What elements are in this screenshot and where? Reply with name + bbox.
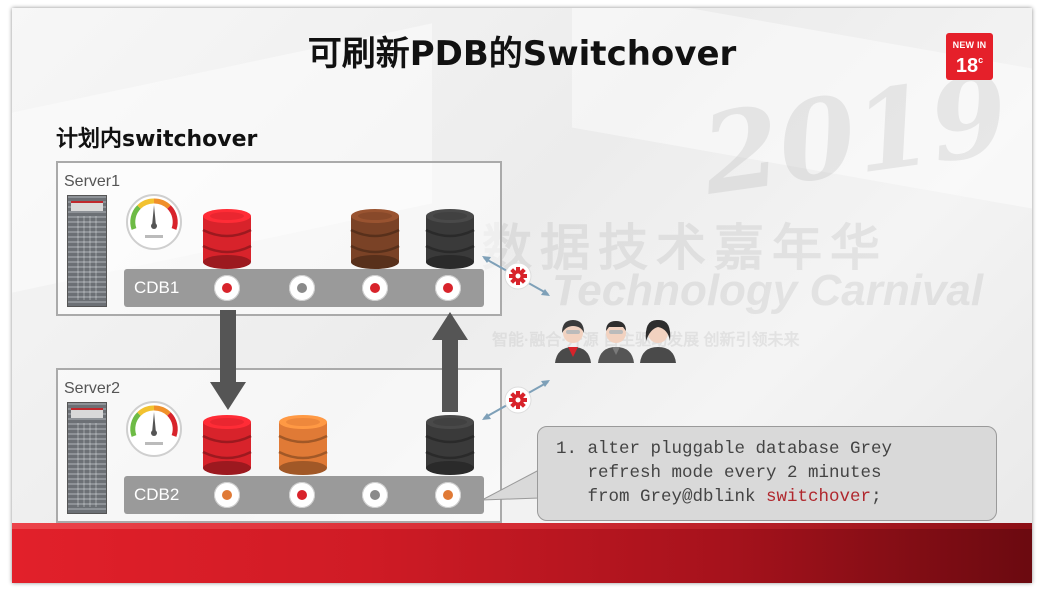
- pdb-port: [214, 482, 240, 508]
- port-dot: [297, 283, 307, 293]
- sql-line1: 1. alter pluggable database Grey: [556, 439, 893, 459]
- badge-line1: NEW IN: [952, 40, 987, 50]
- person-icon: [598, 321, 634, 363]
- sql-line3-suffix: ;: [871, 487, 882, 507]
- port-dot: [443, 490, 453, 500]
- database-cylinder-icon: [202, 209, 252, 269]
- server1-label: Server1: [64, 173, 121, 190]
- sql-line3-prefix: from Grey@dblink: [556, 487, 767, 507]
- database-cylinder-icon: [202, 415, 252, 475]
- arrow-down-icon: [210, 310, 246, 410]
- port-dot: [222, 283, 232, 293]
- slide-subtitle: 计划内switchover: [56, 127, 258, 152]
- gear-icon: [482, 380, 550, 420]
- port-dot: [297, 490, 307, 500]
- server-rack-icon: [67, 195, 107, 307]
- pdb-port: [362, 275, 388, 301]
- database-cylinder-icon: [350, 209, 400, 269]
- badge-version-suffix: c: [978, 55, 984, 65]
- slide: 2019 数据技术嘉年华 Technology Carnival 智能·融合·开…: [12, 8, 1032, 583]
- watermark-chinese: 数据技术嘉年华: [482, 220, 888, 276]
- speedometer-gauge-icon: [126, 194, 182, 250]
- arrow-up-icon: [432, 312, 468, 412]
- footer-highlight: [12, 523, 1032, 529]
- badge-version-number: 18: [955, 55, 979, 77]
- sql-statement: 1. alter pluggable database Grey refresh…: [556, 437, 892, 509]
- sql-keyword-switchover: switchover: [766, 487, 872, 507]
- pdb-port: [435, 482, 461, 508]
- footer-band: [12, 523, 1032, 583]
- slide-title: 可刷新PDB的Switchover: [307, 34, 737, 74]
- person-icon: [555, 320, 591, 363]
- port-dot: [370, 283, 380, 293]
- port-dot: [370, 490, 380, 500]
- speedometer-gauge-icon: [126, 401, 182, 457]
- watermark-english: Technology Carnival: [552, 266, 984, 315]
- cdb1-bar: CDB1: [124, 269, 484, 307]
- database-cylinder-icon: [278, 415, 328, 475]
- database-cylinder-icon: [425, 209, 475, 269]
- sql-callout: 1. alter pluggable database Grey refresh…: [537, 426, 997, 521]
- pdb-port: [362, 482, 388, 508]
- gear-icon: [482, 256, 550, 296]
- pdb-port: [435, 275, 461, 301]
- cdb2-label: CDB2: [134, 485, 180, 504]
- port-dot: [222, 490, 232, 500]
- pdb-port: [289, 275, 315, 301]
- cdb1-label: CDB1: [134, 278, 180, 297]
- sql-line2: refresh mode every 2 minutes: [556, 463, 882, 483]
- server2-label: Server2: [64, 380, 121, 397]
- new-in-badge: NEW IN 18c: [946, 33, 993, 80]
- person-icon: [640, 319, 676, 363]
- cdb2-bar: CDB2: [124, 476, 484, 514]
- pdb-port: [214, 275, 240, 301]
- server-rack-icon: [67, 402, 107, 514]
- port-dot: [443, 283, 453, 293]
- pdb-port: [289, 482, 315, 508]
- database-cylinder-icon: [425, 415, 475, 475]
- badge-version: 18c: [946, 50, 993, 76]
